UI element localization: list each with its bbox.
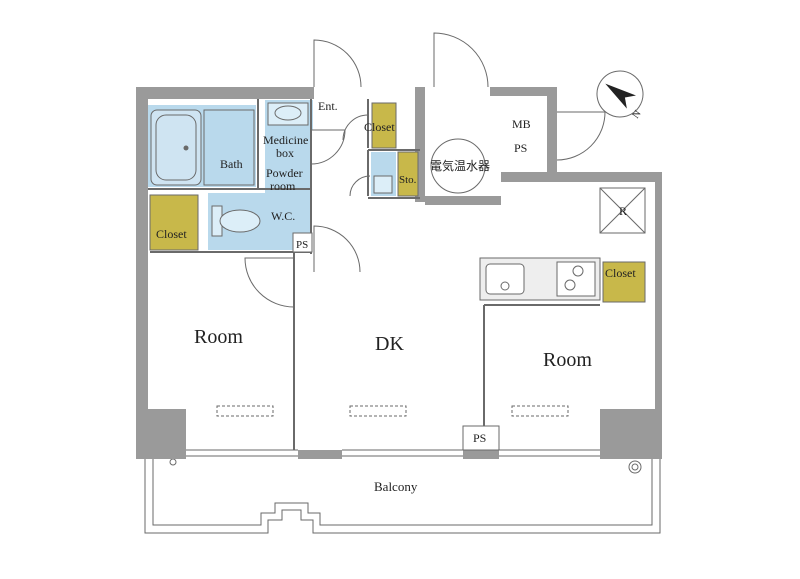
toilet-bowl (219, 209, 261, 233)
label-ps-bottom: PS (473, 431, 486, 445)
label-ps-wc: PS (296, 239, 308, 251)
label-wc: W.C. (271, 209, 295, 223)
dk-entry-door-swing (313, 225, 361, 273)
label-bath: Bath (220, 157, 243, 171)
mb-door-swing (556, 111, 606, 161)
room-left-door-swing (244, 257, 295, 308)
label-closet-left: Closet (156, 227, 187, 241)
entry-opening (314, 87, 366, 93)
wash-basin-bowl (274, 105, 302, 121)
label-room-right: Room (543, 349, 592, 371)
label-storage: Sto. (399, 174, 417, 186)
label-water-heater: 電気温水器 (430, 158, 490, 173)
south-windows (186, 449, 600, 457)
label-room-small: room (270, 179, 296, 193)
label-closet-right: Closet (605, 266, 636, 280)
entry-door-swing (313, 39, 362, 88)
ps-wc-box (292, 232, 313, 253)
closet-entry-door-swing (342, 114, 369, 141)
north-arrow-icon (596, 70, 644, 118)
kitchen-sink (485, 263, 525, 295)
label-medicine: Medicine (263, 133, 308, 147)
balcony-drain-right (628, 460, 642, 474)
label-refrigerator: R (619, 204, 627, 218)
label-ps-top: PS (514, 141, 527, 155)
label-closet-entry: Closet (364, 120, 395, 134)
storage-door-swing (349, 175, 371, 197)
floor-markers (216, 405, 569, 417)
north-label: N (630, 108, 643, 120)
label-powder: Powder (266, 166, 303, 180)
water-heater-tank (430, 138, 486, 194)
kitchen-sink-drain (500, 281, 510, 291)
bath-drain (183, 145, 189, 151)
stove (556, 261, 596, 297)
bathtub (150, 109, 202, 186)
balcony-drain-right-inner (631, 463, 639, 471)
label-box: box (276, 146, 294, 160)
label-mb: MB (512, 117, 531, 131)
burner-1 (572, 265, 584, 277)
powder-door-swing (310, 129, 346, 165)
label-room-left: Room (194, 326, 243, 348)
burner-2 (564, 279, 576, 291)
closets (149, 102, 646, 303)
interior-walls (148, 99, 600, 450)
exterior-walls (136, 87, 662, 459)
label-balcony: Balcony (374, 479, 418, 494)
bathtub-inner (155, 114, 197, 181)
label-entrance: Ent. (318, 99, 338, 113)
balcony-outline (144, 459, 661, 534)
ps-bottom-box (462, 425, 500, 451)
label-dk: DK (375, 333, 404, 355)
balcony-drain-left (169, 458, 177, 466)
shower-area (203, 109, 255, 186)
storage-sink (373, 175, 393, 194)
water-heater-door-swing (433, 32, 489, 88)
